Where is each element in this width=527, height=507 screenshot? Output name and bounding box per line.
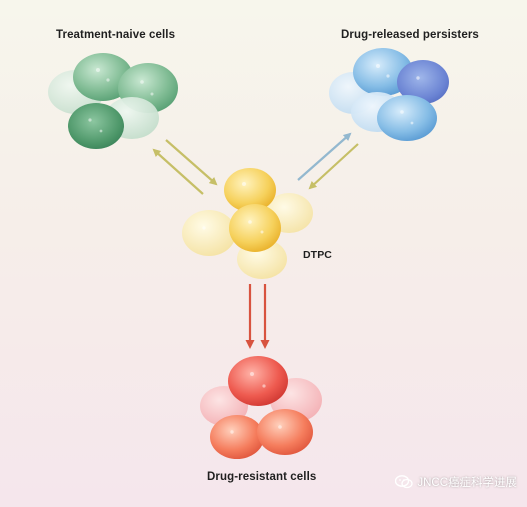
treatment-naive-cell-cluster xyxy=(48,53,178,149)
arrow-dtpc-to-persisters xyxy=(297,132,352,181)
drug-resistant-label: Drug-resistant cells xyxy=(207,471,317,483)
dtpc-cell-cluster xyxy=(182,168,313,279)
arrow-persisters-to-dtpc xyxy=(308,143,359,190)
watermark-text: JNCC癌症科学进展 xyxy=(417,477,517,489)
arrow-naive-to-dtpc xyxy=(165,139,218,186)
drug-released-persister-cluster xyxy=(329,48,449,141)
dtpc-label: DTPC xyxy=(303,249,332,261)
arrow-dtpc-to-naive xyxy=(152,148,204,195)
treatment-naive-label: Treatment-naive cells xyxy=(56,29,176,41)
drug-resistant-cell-cluster xyxy=(200,356,322,459)
wechat-icon xyxy=(395,475,413,489)
drug-released-persisters-label: Drug-released persisters xyxy=(341,29,479,41)
watermark: JNCC癌症科学进展 xyxy=(395,471,517,493)
